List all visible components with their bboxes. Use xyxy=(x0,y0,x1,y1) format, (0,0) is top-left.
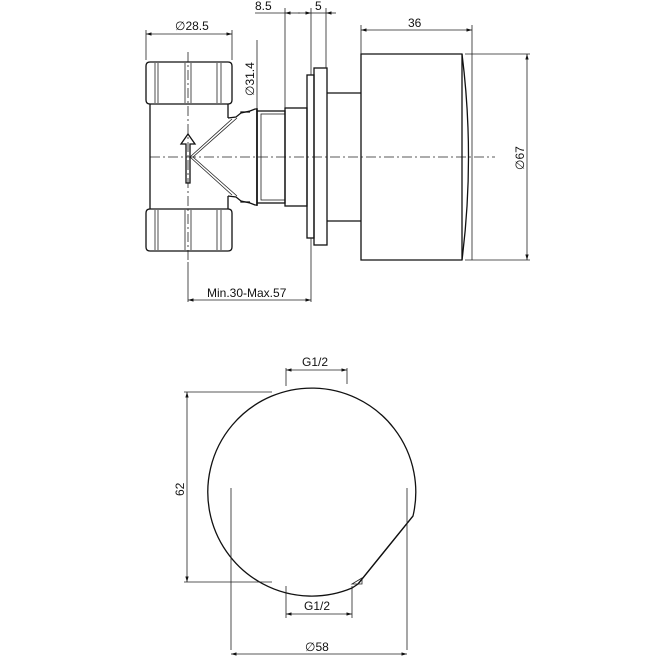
height-label: 62 xyxy=(173,482,187,496)
dimension-knob-diameter: ∅67 xyxy=(465,53,530,261)
dimension-top-connection: G1/2 xyxy=(285,355,348,386)
top-nut xyxy=(145,61,233,105)
dimension-knob-length: 36 xyxy=(360,16,473,260)
handle-knob xyxy=(360,53,470,261)
dimension-height: 62 xyxy=(173,391,272,583)
inlet-diameter-label: ∅28.5 xyxy=(175,19,209,33)
front-knob-outline xyxy=(207,387,417,597)
plate-thickness-label: 5 xyxy=(315,0,322,13)
dimension-bottom-connection: G1/2 xyxy=(285,586,353,618)
top-connection-label: G1/2 xyxy=(302,355,328,369)
dimension-plate-gap: 8.5 5 xyxy=(255,0,336,108)
knob-length-label: 36 xyxy=(408,16,422,30)
valve-body xyxy=(149,104,258,209)
wall-plate xyxy=(306,67,328,246)
side-view: ∅28.5 ∅31.4 8.5 5 36 xyxy=(145,0,530,302)
front-diameter-label: ∅58 xyxy=(305,640,329,654)
dimension-thread-diameter: ∅31.4 xyxy=(243,40,258,108)
bottom-connection-label: G1/2 xyxy=(304,599,330,613)
thread-diameter-label: ∅31.4 xyxy=(243,62,257,96)
installation-depth-label: Min.30-Max.57 xyxy=(207,286,287,300)
flow-direction-arrow-icon xyxy=(179,132,197,184)
dimension-installation-depth: Min.30-Max.57 xyxy=(187,238,312,302)
plate-gap-label: 8.5 xyxy=(255,0,272,13)
bottom-nut xyxy=(145,208,233,252)
front-view: G1/2 G1/2 62 ∅58 xyxy=(173,355,417,656)
dimension-inlet-diameter: ∅28.5 xyxy=(145,19,233,60)
dimension-front-diameter: ∅58 xyxy=(231,640,407,656)
knob-diameter-label: ∅67 xyxy=(513,146,527,170)
stem xyxy=(327,92,361,222)
